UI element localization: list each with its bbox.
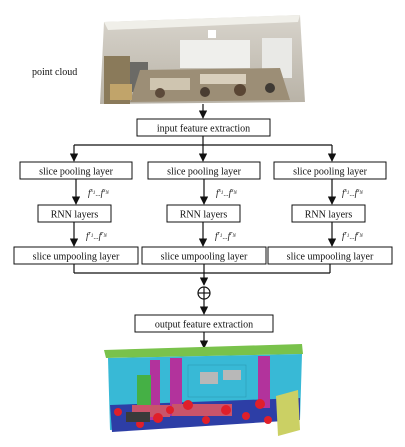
point-cloud-label: point cloud [32, 67, 77, 78]
formula-r: fr1...frN [86, 231, 107, 241]
branch-left: slice pooling layer fs1...fsN RNN layers… [13, 161, 139, 265]
merge-symbol [197, 286, 211, 300]
formula-s: fs1...fsN [88, 188, 109, 198]
slice-pooling-box [273, 161, 387, 180]
formula-r: fr1...frN [342, 231, 363, 241]
rnn-label: RNN layers [51, 210, 99, 221]
slice-unpooling-box [13, 246, 139, 265]
slice-unpooling-label: slice umpooling layer [33, 252, 120, 263]
rnn-label: RNN layers [305, 210, 353, 221]
output-feature-extraction-box: output feature extraction [134, 314, 274, 333]
slice-pooling-label: slice pooling layer [39, 167, 114, 178]
branch-right: slice pooling layer fs1...fsN RNN layers… [267, 161, 393, 265]
formula-s: fs1...fsN [216, 188, 237, 198]
branch-middle: slice pooling layer fs1...fsN RNN layers… [141, 161, 267, 265]
input-feature-extraction-box: input feature extraction [136, 118, 271, 137]
slice-unpooling-label: slice umpooling layer [161, 252, 248, 263]
slice-pooling-label: slice pooling layer [293, 167, 368, 178]
segmentation-result-image [104, 344, 303, 436]
formula-r: fr1...frN [215, 231, 236, 241]
rnn-label: RNN layers [180, 210, 228, 221]
formula-s: fs1...fsN [342, 188, 363, 198]
slice-unpooling-label: slice umpooling layer [287, 252, 374, 263]
rnn-box [291, 204, 366, 223]
svg-text:input feature extraction: input feature extraction [157, 124, 250, 135]
svg-text:output feature extraction: output feature extraction [155, 320, 253, 331]
point-cloud-image [100, 10, 305, 104]
slice-pooling-label: slice pooling layer [167, 167, 242, 178]
